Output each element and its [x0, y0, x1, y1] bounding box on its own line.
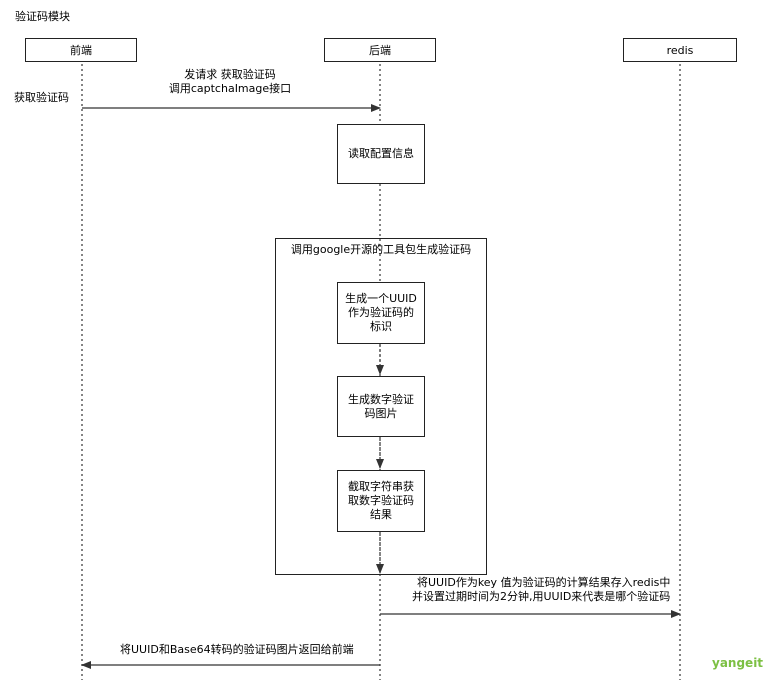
participant-frontend: 前端	[25, 38, 137, 62]
redis-message-line2: 并设置过期时间为2分钟,用UUID来代表是哪个验证码	[412, 590, 671, 604]
participant-redis-label: redis	[666, 44, 694, 57]
request-message-line2: 调用captchaImage接口	[168, 82, 292, 95]
participant-backend-label: 后端	[369, 44, 391, 57]
participant-backend: 后端	[324, 38, 436, 62]
google-group-box	[275, 238, 487, 575]
participant-redis: redis	[623, 38, 737, 62]
redis-message-line1: 将UUID作为key 值为验证码的计算结果存入redis中	[417, 576, 671, 590]
google-group-label: 调用google开源的工具包生成验证码	[290, 243, 472, 256]
read-config-box: 读取配置信息	[337, 124, 425, 184]
gen-uuid-box: 生成一个UUID作为验证码的标识	[337, 282, 425, 344]
read-config-label: 读取配置信息	[348, 147, 414, 160]
participant-frontend-label: 前端	[70, 44, 92, 57]
gen-image-label: 生成数字验证码图片	[348, 392, 414, 420]
request-message-line1: 发请求 获取验证码	[184, 68, 276, 81]
diagram-title: 验证码模块	[15, 10, 70, 23]
action-get-captcha: 获取验证码	[14, 91, 69, 104]
return-message: 将UUID和Base64转码的验证码图片返回给前端	[120, 643, 354, 656]
watermark-logo: yangeit	[712, 656, 764, 670]
gen-uuid-label: 生成一个UUID作为验证码的标识	[345, 292, 417, 333]
extract-result-label: 截取字符串获取数字验证码结果	[348, 480, 414, 521]
extract-result-box: 截取字符串获取数字验证码结果	[337, 470, 425, 532]
gen-image-box: 生成数字验证码图片	[337, 376, 425, 437]
